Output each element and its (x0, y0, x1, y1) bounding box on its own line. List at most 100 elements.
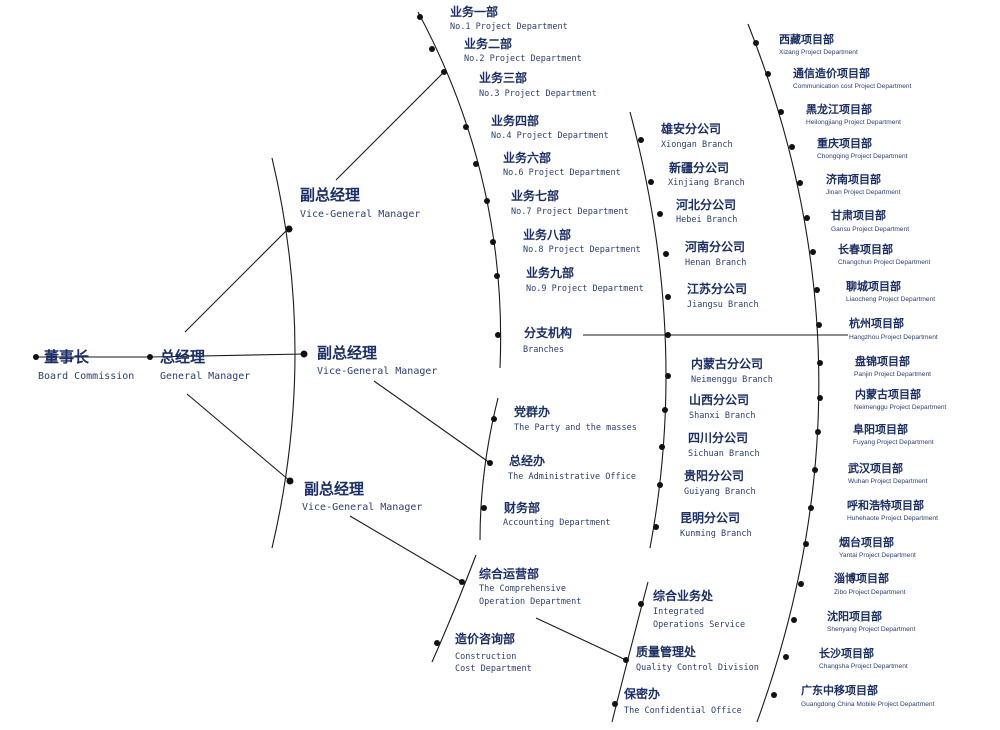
project-en-label: Huhehaote Project Department (847, 515, 938, 522)
service-en-label: Integrated (653, 607, 704, 617)
office-en-label: Accounting Department (503, 518, 610, 528)
branches-hub-zh-label: 分支机构 (524, 325, 572, 340)
dept-en-label: No.1 Project Department (450, 22, 568, 32)
project-en-label: Panjin Project Department (854, 371, 931, 378)
project-en-label: Guangdong China Mobile Project Departmen… (801, 701, 935, 708)
node-branches-hub: 分支机构 Branches (523, 325, 572, 355)
project-en-label: Liaocheng Project Department (846, 296, 935, 303)
project-en-label: Hangzhou Project Department (849, 334, 938, 341)
project-zh-label: 黑龙江项目部 (806, 102, 872, 116)
branch-zh-label: 雄安分公司 (660, 121, 721, 136)
project-en-label: Communication cost Project Department (793, 83, 912, 90)
project-en-label: Changchun Project Department (838, 259, 931, 266)
office-en-label: The Administrative Office (508, 472, 636, 482)
branch-zh-label: 新疆分公司 (669, 160, 729, 175)
vgm-zh-label: 副总经理 (300, 186, 360, 204)
dept-zh-label: 业务四部 (491, 113, 539, 128)
comprehensive-zh-label: 综合运营部 (479, 566, 539, 581)
projects-arc (747, 23, 820, 723)
project-zh-label: 甘肃项目部 (831, 208, 886, 222)
vgm2-to-offices-line (373, 380, 491, 464)
node-vgm-1: 副总经理 Vice-General Manager (300, 186, 420, 220)
node-cost-consult: 造价咨询部 Construction Cost Department (455, 631, 532, 674)
comprehensive-en-label-1: The Comprehensive (479, 584, 566, 594)
branch-zh-label: 江苏分公司 (687, 281, 747, 296)
branch-en-label: Guiyang Branch (684, 487, 756, 497)
office-zh-label: 党群办 (514, 404, 550, 419)
project-en-label: Xizang Project Department (779, 49, 858, 56)
dept-zh-label: 业务一部 (450, 4, 498, 19)
branch-en-label: Shanxi Branch (689, 411, 756, 421)
branch-en-label: Xiongan Branch (661, 140, 733, 150)
cost-en-label-1: Construction (455, 652, 516, 662)
project-en-label: Chongqing Project Department (817, 153, 908, 160)
project-zh-label: 长沙项目部 (819, 646, 874, 660)
branch-zh-label: 贵阳分公司 (684, 468, 744, 483)
dept-en-label: No.3 Project Department (479, 89, 597, 99)
service-zh-label: 综合业务处 (653, 588, 714, 603)
dept-zh-label: 业务七部 (511, 188, 559, 203)
project-zh-label: 盘锦项目部 (855, 354, 910, 368)
node-gm: 总经理 General Manager (160, 348, 250, 382)
dept-en-label: No.7 Project Department (511, 207, 629, 217)
dept-en-label: No.4 Project Department (491, 131, 609, 141)
node-root: 董事长 Board Commission (38, 348, 134, 382)
services: 综合业务处 Integrated Operations Service 质量管理… (623, 588, 759, 716)
gm-to-vgm1-line (184, 228, 289, 333)
connector-lines (36, 11, 848, 723)
project-en-label: Fuyang Project Department (853, 439, 934, 446)
vgm1-to-business-line (335, 71, 445, 181)
project-zh-label: 通信造价项目部 (793, 66, 870, 80)
service-en-label: Operations Service (653, 620, 745, 630)
node-dots (33, 14, 823, 707)
vgm3-to-comprehensive-line (349, 515, 463, 583)
vgm-en-label: Vice-General Manager (302, 502, 422, 513)
dept-zh-label: 业务二部 (464, 36, 512, 51)
cost-zh-label: 造价咨询部 (455, 631, 515, 646)
project-en-label: Neimenggu Project Department (854, 404, 947, 411)
node-vgm-2: 副总经理 Vice-General Manager (317, 344, 437, 377)
project-zh-label: 聊城项目部 (846, 279, 901, 293)
project-zh-label: 烟台项目部 (839, 535, 894, 549)
project-zh-label: 阜阳项目部 (853, 422, 908, 436)
comprehensive-arc (431, 554, 477, 663)
root-en-label: Board Commission (38, 371, 134, 382)
business-arc (417, 11, 502, 369)
dept-zh-label: 业务六部 (503, 150, 551, 165)
dept-en-label: No.8 Project Department (523, 245, 641, 255)
node-comprehensive: 综合运营部 The Comprehensive Operation Depart… (479, 566, 581, 607)
branch-en-label: Kunming Branch (680, 529, 752, 539)
project-departments: 西藏项目部 Xizang Project Department 通信造价项目部 … (779, 32, 947, 708)
dept-en-label: No.2 Project Department (464, 54, 582, 64)
gm-en-label: General Manager (160, 371, 250, 382)
project-zh-label: 济南项目部 (826, 172, 881, 186)
dept-en-label: No.6 Project Department (503, 168, 621, 178)
vgm-en-label: Vice-General Manager (300, 209, 420, 220)
dept-en-label: No.9 Project Department (526, 284, 644, 294)
dept-zh-label: 业务三部 (479, 70, 527, 85)
service-en-label: Quality Control Division (636, 663, 759, 673)
business-departments: 业务一部 No.1 Project Department 业务二部 No.2 P… (450, 4, 644, 294)
service-zh-label: 质量管理处 (636, 644, 697, 659)
branch-zh-label: 河南分公司 (684, 239, 745, 254)
office-zh-label: 总经办 (509, 453, 545, 468)
branch-en-label: Sichuan Branch (688, 449, 760, 459)
project-zh-label: 武汉项目部 (848, 461, 903, 475)
branch-en-label: Xinjiang Branch (668, 178, 745, 188)
service-en-label: The Confidential Office (624, 706, 742, 716)
project-en-label: Heilongjiang Project Department (806, 119, 901, 126)
branch-en-label: Neimenggu Branch (691, 375, 773, 385)
project-zh-label: 西藏项目部 (779, 32, 834, 46)
project-zh-label: 长春项目部 (838, 242, 893, 256)
project-zh-label: 内蒙古项目部 (855, 387, 921, 401)
project-zh-label: 重庆项目部 (817, 136, 872, 150)
branch-en-label: Henan Branch (685, 258, 746, 268)
branch-zh-label: 河北分公司 (675, 197, 736, 212)
project-en-label: Jinan Project Department (826, 189, 901, 196)
project-zh-label: 淄博项目部 (834, 571, 889, 585)
branch-zh-label: 四川分公司 (688, 430, 748, 445)
service-zh-label: 保密办 (623, 686, 660, 701)
office-zh-label: 财务部 (503, 500, 540, 515)
offices: 党群办 The Party and the masses 总经办 The Adm… (503, 404, 637, 528)
